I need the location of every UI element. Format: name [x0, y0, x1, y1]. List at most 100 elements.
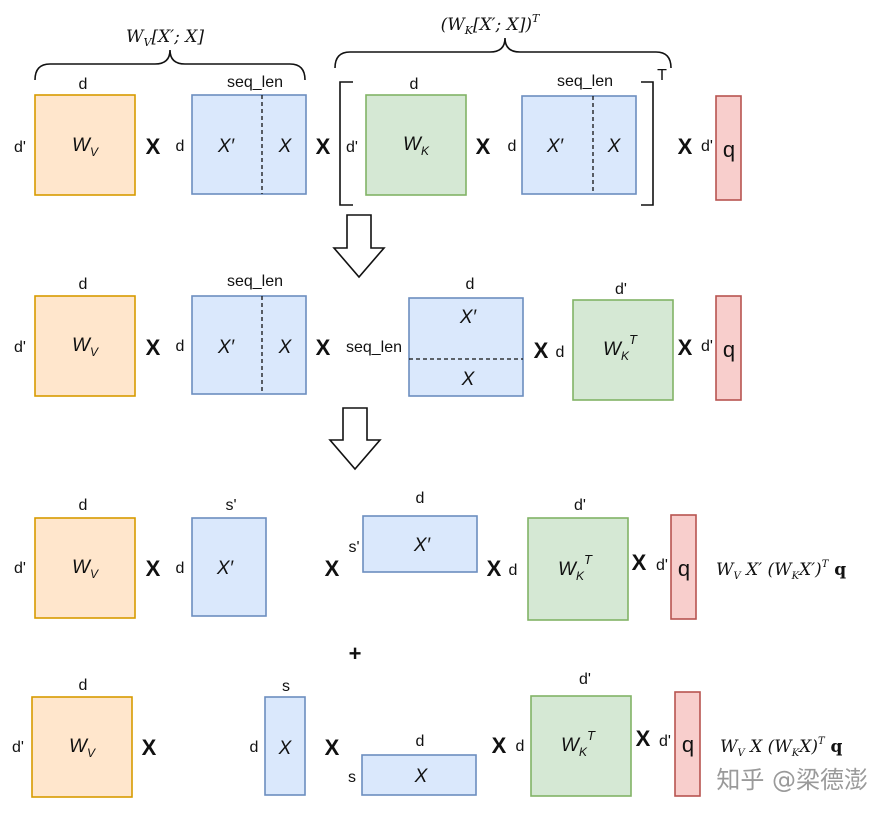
matrix-wk-transposed [572, 299, 674, 401]
vector-q-label: q [678, 556, 690, 581]
matrix-x-prime-label: X′ [216, 558, 235, 579]
label-d: d [79, 76, 88, 93]
label-d-prime: d' [14, 339, 26, 356]
bracket-right [641, 81, 654, 206]
brace-left-formula: WV[X′; X] [126, 27, 204, 49]
row-1: WV[X′; X] (WK[X′; X])T d d' WV X seq_len… [14, 12, 742, 206]
matrix-x-concat [191, 94, 307, 195]
label-d-prime: d' [659, 733, 671, 750]
row-3: d d' WV X s' d X′ X d s' X′ X d' d WKT X… [14, 490, 846, 621]
label-d-prime: d' [574, 497, 586, 514]
bracket-left [339, 81, 353, 206]
row-3-formula: WV X′ (WKX′)T q [716, 559, 846, 582]
label-d-prime: d' [701, 138, 713, 155]
label-s-prime: s' [348, 539, 359, 556]
label-d: d [176, 338, 185, 355]
row-4: d d' WV X s d X X d s X X d' d WKT X d' … [12, 671, 843, 798]
label-seq-len: seq_len [557, 73, 613, 90]
matrix-x-label: X [278, 337, 293, 358]
matrix-wv-label: WV [72, 135, 99, 159]
label-seq-len: seq_len [227, 273, 283, 290]
label-d: d [416, 490, 425, 507]
label-d: d [416, 733, 425, 750]
label-d-prime: d' [14, 139, 26, 156]
matrix-x-label: X [278, 738, 293, 759]
label-d: d [410, 76, 419, 93]
label-d-prime: d' [656, 557, 668, 574]
matrix-wv-label: WV [72, 557, 99, 581]
matrix-x-concat [191, 295, 307, 395]
matrix-wv [34, 295, 136, 397]
matrix-wk-transposed-label: WKT [561, 728, 596, 759]
matrix-wk [365, 94, 467, 196]
matrix-x-prime [191, 517, 267, 617]
matrix-wk-label: WK [403, 134, 430, 158]
label-d: d [556, 344, 565, 361]
times-symbol: X [146, 335, 161, 360]
down-arrow-icon [328, 407, 382, 471]
row-4-formula: WV X (WKX)T q [720, 736, 843, 759]
times-symbol: X [492, 733, 507, 758]
times-symbol: X [632, 550, 647, 575]
times-symbol: X [146, 556, 161, 581]
matrix-x-concat [521, 95, 637, 195]
vector-q-label: q [682, 732, 694, 757]
label-d: d [508, 138, 517, 155]
plus-symbol: + [349, 641, 362, 666]
times-symbol: X [487, 556, 502, 581]
times-symbol: X [142, 735, 157, 760]
times-symbol: X [636, 726, 651, 751]
vector-q-label: q [723, 137, 735, 162]
matrix-wv [34, 517, 136, 619]
matrix-wv [34, 94, 136, 196]
matrix-x-prime-label: X′ [546, 136, 565, 157]
matrix-x-prime-transposed [362, 515, 478, 573]
matrix-x-prime-label: X′ [217, 136, 236, 157]
matrix-wv-label: WV [72, 335, 99, 359]
label-transpose: T [657, 67, 667, 84]
times-symbol: X [325, 735, 340, 760]
matrix-x [264, 696, 306, 796]
vector-q [674, 691, 701, 797]
label-d: d [466, 276, 475, 293]
label-d: d [79, 677, 88, 694]
times-symbol: X [316, 134, 331, 159]
label-d-prime: d' [579, 671, 591, 688]
label-d-prime: d' [346, 139, 358, 156]
times-symbol: X [476, 134, 491, 159]
matrix-x-label: X [607, 136, 622, 157]
matrix-wv [31, 696, 133, 798]
label-s-prime: s' [225, 497, 236, 514]
times-symbol: X [325, 556, 340, 581]
label-s: s [282, 678, 290, 695]
matrix-x-prime-label: X′ [413, 535, 432, 556]
label-d-prime: d' [615, 281, 627, 298]
label-s: s [348, 769, 356, 786]
label-d-prime: d' [14, 560, 26, 577]
times-symbol: X [678, 134, 693, 159]
matrix-x-stacked [408, 297, 524, 397]
brace-right-formula: (WK[X′; X])T [441, 12, 541, 37]
label-d: d [79, 276, 88, 293]
matrix-x-label: X [414, 766, 429, 787]
matrix-wv-label: WV [69, 736, 96, 760]
times-symbol: X [146, 134, 161, 159]
label-d: d [176, 560, 185, 577]
vector-q [715, 295, 742, 401]
label-d: d [79, 497, 88, 514]
matrix-x-label: X [461, 369, 476, 390]
row-2: d d' WV X seq_len d X′ X X seq_len d X′ … [14, 273, 742, 401]
watermark: 知乎 @梁德澎 [716, 766, 868, 794]
label-d: d [250, 739, 259, 756]
matrix-wk-transposed [530, 695, 632, 797]
times-symbol: X [534, 338, 549, 363]
label-d-prime: d' [701, 338, 713, 355]
vector-q [670, 514, 697, 620]
label-d: d [516, 738, 525, 755]
vector-q-label: q [723, 337, 735, 362]
matrix-wk-transposed-label: WKT [603, 332, 638, 363]
label-d: d [509, 562, 518, 579]
matrix-wk-transposed-label: WKT [558, 552, 593, 583]
times-symbol: X [316, 335, 331, 360]
